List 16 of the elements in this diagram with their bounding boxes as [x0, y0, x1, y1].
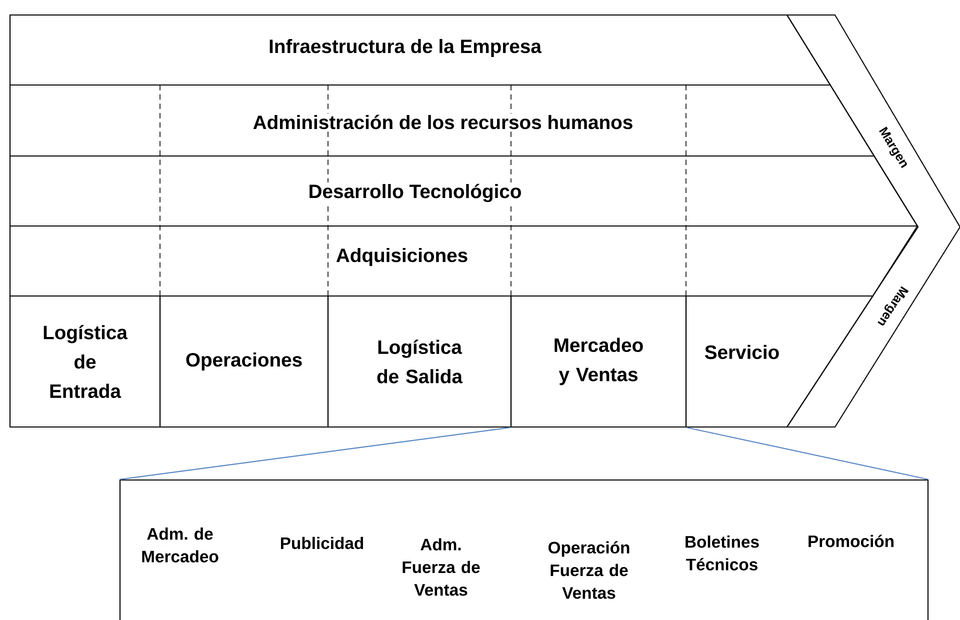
connector-line	[686, 427, 929, 480]
activity-text: Publicidad	[280, 536, 364, 550]
activity-text: Operación Fuerza de Ventas	[548, 541, 630, 599]
activity-text: Adm. Fuerza de Ventas	[402, 538, 480, 596]
activity-row: Infraestructura de la Empresa	[9, 14, 832, 86]
detail-box	[119, 479, 929, 620]
activity-row: Administración de los recursos humanos	[9, 84, 876, 157]
activity-cell: Logística de Salida	[327, 295, 512, 428]
activity-text: Boletines Técnicos	[686, 536, 759, 570]
activity-cell: Servicio	[685, 295, 874, 428]
activity-text: Promoción	[808, 534, 894, 548]
activity-text: Adm. de Mercadeo	[142, 528, 218, 562]
connector-line	[119, 427, 511, 480]
activity-cell: Logística de Entrada	[9, 295, 161, 428]
activity-cell: Operaciones	[159, 295, 329, 428]
activity-cell: Mercadeo y Ventas	[510, 295, 687, 428]
